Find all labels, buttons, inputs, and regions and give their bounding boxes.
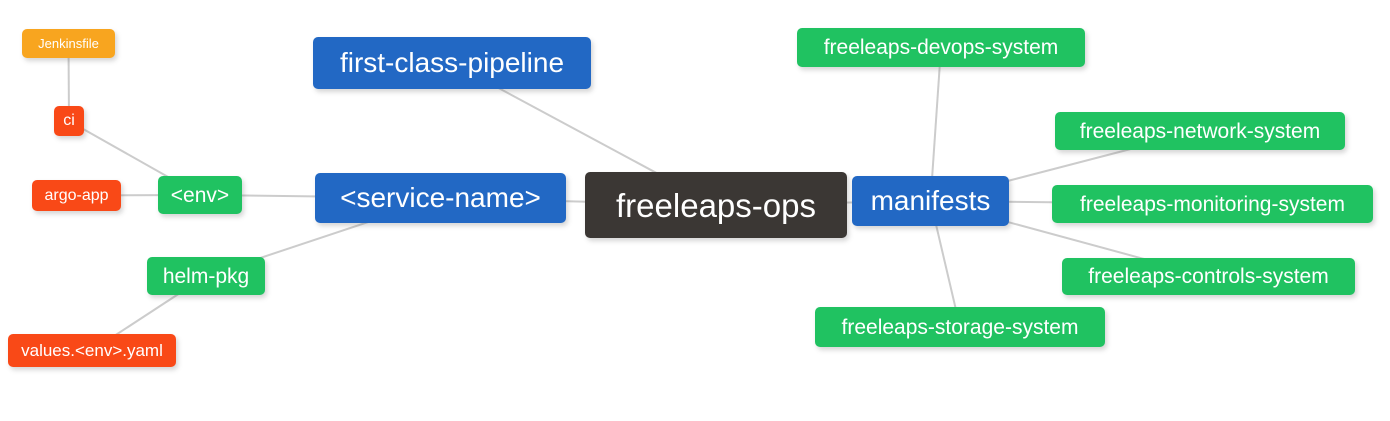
node-monitoring-system[interactable]: freeleaps-monitoring-system [1052, 185, 1373, 223]
node-ci[interactable]: ci [54, 106, 84, 136]
node-storage-system[interactable]: freeleaps-storage-system [815, 307, 1105, 347]
node-jenkinsfile[interactable]: Jenkinsfile [22, 29, 115, 58]
node-first-class-pipeline[interactable]: first-class-pipeline [313, 37, 591, 89]
node-helm-pkg[interactable]: helm-pkg [147, 257, 265, 295]
node-network-system[interactable]: freeleaps-network-system [1055, 112, 1345, 150]
node-manifests[interactable]: manifests [852, 176, 1009, 226]
node-values-env-yaml[interactable]: values.<env>.yaml [8, 334, 176, 367]
node-service-name[interactable]: <service-name> [315, 173, 566, 223]
node-env[interactable]: <env> [158, 176, 242, 214]
node-controls-system[interactable]: freeleaps-controls-system [1062, 258, 1355, 295]
node-argo-app[interactable]: argo-app [32, 180, 121, 211]
node-devops-system[interactable]: freeleaps-devops-system [797, 28, 1085, 67]
node-freeleaps-ops[interactable]: freeleaps-ops [585, 172, 847, 238]
